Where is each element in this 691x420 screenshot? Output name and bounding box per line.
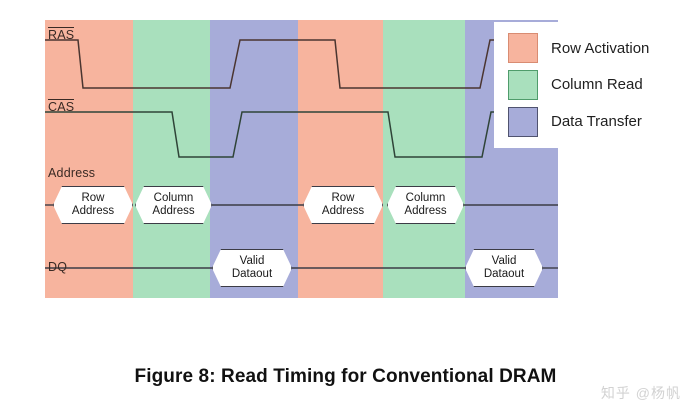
timing-diagram: RAS CAS Address DQ Row Address Column Ad… [45, 20, 558, 298]
phase-band-row-activation-2 [298, 20, 383, 298]
address-box-line2: Address [152, 205, 195, 217]
address-box-line1: Column [405, 191, 446, 204]
signal-label-ras: RAS [48, 27, 75, 42]
phase-band-column-read-2 [383, 20, 465, 298]
signal-label-address: Address [48, 166, 95, 180]
dq-box-line1: Valid [239, 254, 265, 267]
legend-label-column-read: Column Read [551, 76, 643, 94]
dq-label-text: DQ [48, 260, 68, 274]
legend-label-data-transfer: Data Transfer [551, 113, 642, 131]
address-box-row-1: Row Address [53, 186, 133, 224]
address-box-line2: Address [321, 205, 365, 217]
legend-swatch-column-read [508, 69, 538, 100]
address-box-row-2: Row Address [303, 186, 383, 224]
address-box-line1: Column [153, 191, 194, 204]
legend: Row Activation Column Read Data Transfer [494, 22, 691, 148]
cas-label-text: CAS [48, 99, 75, 114]
address-box-column-2: Column Address [387, 186, 464, 224]
address-box-line2: Address [404, 205, 447, 217]
address-box-column-1: Column Address [135, 186, 212, 224]
phase-band-column-read-1 [133, 20, 210, 298]
watermark: 知乎 @杨帆 [600, 385, 681, 401]
ras-label-text: RAS [48, 27, 75, 42]
address-box-line1: Row [81, 191, 105, 204]
waveform-overlay [45, 39, 558, 269]
legend-item-row-activation: Row Activation [508, 32, 691, 65]
legend-swatch-row-activation [508, 33, 538, 64]
dq-box-valid-dataout-2: Valid Dataout [465, 249, 543, 287]
dq-box-line2: Dataout [483, 268, 525, 280]
address-label-text: Address [48, 166, 96, 180]
ras-waveform [45, 39, 558, 89]
phase-band-row-activation-1 [45, 20, 133, 298]
legend-item-column-read: Column Read [508, 68, 691, 101]
cas-waveform [45, 111, 558, 158]
legend-item-data-transfer: Data Transfer [508, 105, 691, 138]
signal-label-dq: DQ [48, 260, 67, 274]
legend-swatch-data-transfer [508, 106, 538, 137]
legend-label-row-activation: Row Activation [551, 39, 650, 57]
signal-label-cas: CAS [48, 99, 75, 114]
address-box-line1: Row [331, 191, 355, 204]
dq-box-line1: Valid [491, 254, 517, 267]
address-box-line2: Address [71, 205, 115, 217]
dq-box-line2: Dataout [231, 268, 273, 280]
figure-caption: Figure 8: Read Timing for Conventional D… [134, 366, 557, 387]
dq-box-valid-dataout-1: Valid Dataout [212, 249, 292, 287]
